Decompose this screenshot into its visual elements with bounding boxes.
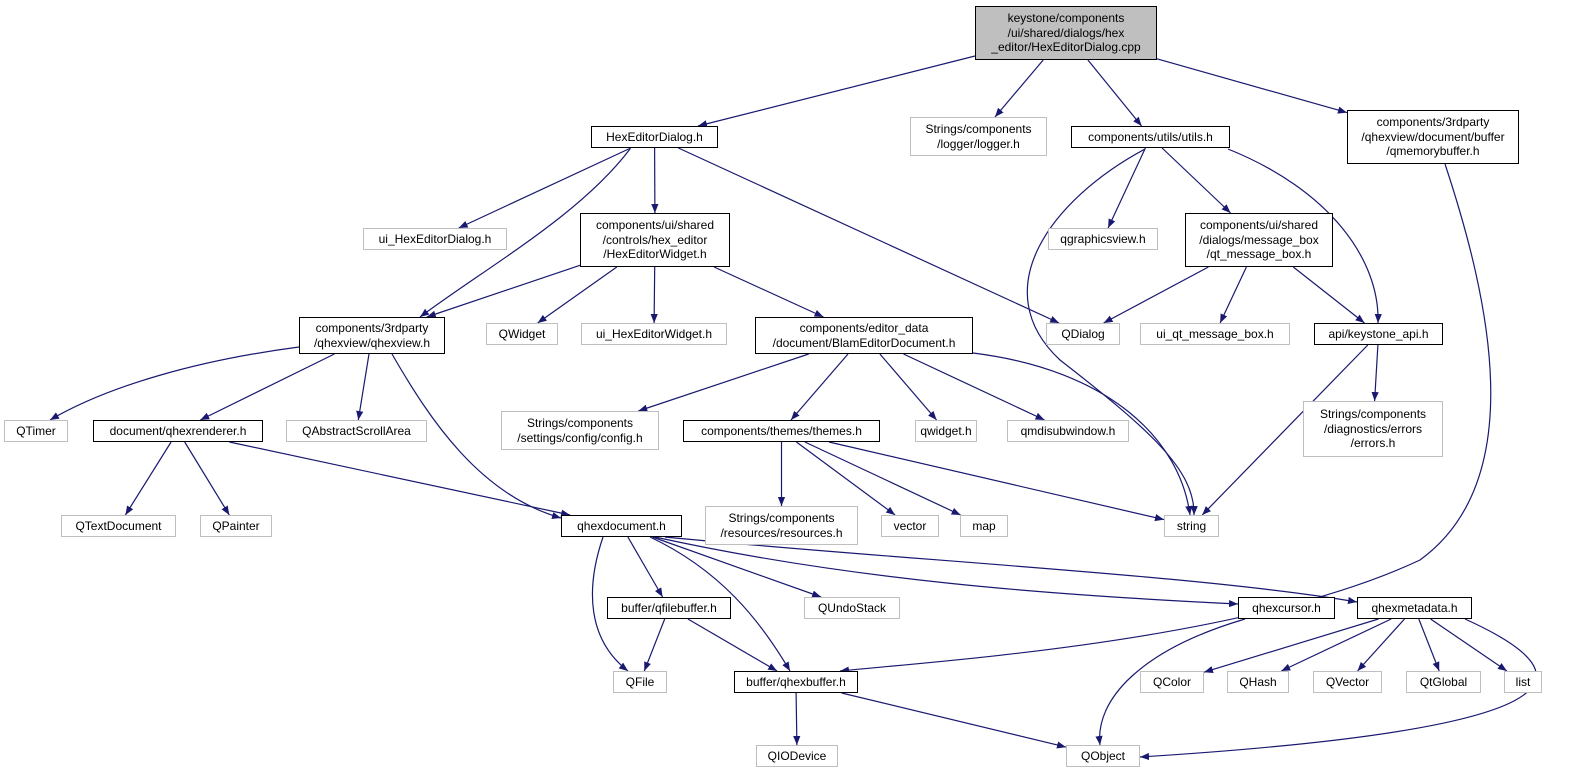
edge-root-to-hexeditordialog-h [697,55,976,128]
edge-qt-message-box-h-to-qdialog [1103,266,1209,324]
edge-hexeditorwidget-h-to-blameditordocument-h [713,266,824,318]
node-qtglobal: QtGlobal [1406,671,1481,693]
node-qiodevice: QIODevice [756,745,838,767]
node-errors-h: Strings/components /diagnostics/errors /… [1303,401,1443,457]
edge-root-to-qmemorybuffer-h [1156,58,1348,114]
edge-utils-h-to-keystone-api-h [1227,148,1382,324]
edge-utils-h-to-qgraphicsview-h [1107,147,1146,229]
node-config-h: Strings/components /settings/config/conf… [501,411,659,450]
node-hexeditordialog-h: HexEditorDialog.h [591,126,718,148]
node-root: keystone/components /ui/shared/dialogs/h… [975,6,1157,60]
edge-qhexbuffer-h-to-qiodevice [793,692,801,746]
node-qdialog: QDialog [1046,323,1120,345]
edge-qhexrenderer-h-to-qhexdocument-h [229,441,571,517]
node-keystone-api-h: api/keystone_api.h [1314,323,1443,345]
edge-qhexdocument-h-to-qundostack [652,536,822,598]
node-qfile: QFile [613,671,667,693]
node-qhexdocument-h: qhexdocument.h [561,515,682,537]
edge-qt-message-box-h-to-keystone-api-h [1292,266,1365,324]
edge-qhexview-h-to-qtimer [49,346,300,421]
edge-qhexdocument-h-to-qhexcursor-h [654,536,1239,608]
node-qvector: QVector [1313,671,1382,693]
node-string: string [1164,515,1219,537]
node-ui-qt-message-box-h: ui_qt_message_box.h [1140,323,1290,345]
node-qhexview-h: components/3rdparty /qhexview/qhexview.h [299,317,445,354]
edge-qmemorybuffer-h-to-qhexbuffer-h [839,163,1492,674]
node-qwidget-h: qwidget.h [915,420,977,442]
node-qgraphicsview-h: qgraphicsview.h [1048,228,1158,250]
edge-qhexview-h-to-qhexrenderer-h [200,353,335,421]
edge-hexeditorwidget-h-to-qhexview-h [426,264,581,318]
edge-themes-h-to-vector [796,441,896,516]
node-qabstractscrollarea: QAbstractScrollArea [286,420,427,442]
edge-qfilebuffer-h-to-qfile [643,618,666,672]
node-qpainter: QPainter [200,515,272,537]
edge-qhexmetadata-h-to-qvector [1357,618,1405,672]
edge-qhexmetadata-h-to-qhash [1281,618,1392,672]
node-logger-h: Strings/components /logger/logger.h [910,117,1047,156]
node-ui-hexeditorwidget-h: ui_HexEditorWidget.h [581,323,727,345]
edge-qhexdocument-h-to-qhexbuffer-h [649,536,791,672]
node-blameditordocument-h: components/editor_data /document/BlamEdi… [755,317,973,354]
edge-hexeditordialog-h-to-ui-hexeditordialog-h [458,147,632,229]
node-qhexrenderer-h: document/qhexrenderer.h [93,420,263,442]
edge-qhexview-h-to-qabstractscrollarea [356,353,370,421]
node-qmemorybuffer-h: components/3rdparty /qhexview/document/b… [1347,110,1519,164]
node-ui-hexeditordialog-h: ui_HexEditorDialog.h [363,228,507,250]
node-vector: vector [881,515,939,537]
edge-hexeditordialog-h-to-qhexview-h [419,148,631,318]
edge-hexeditorwidget-h-to-ui-hexeditorwidget-h [650,266,658,324]
edge-qhexmetadata-h-to-qobject [1139,618,1537,761]
node-qhexcursor-h: qhexcursor.h [1238,597,1335,619]
edge-qhexdocument-h-to-qhexmetadata-h [664,536,1358,605]
edge-qhexdocument-h-to-qfile [591,536,629,672]
node-resources-h: Strings/components /resources/resources.… [705,506,858,545]
edge-keystone-api-h-to-errors-h [1371,344,1379,402]
edge-qhexbuffer-h-to-qobject [841,692,1067,749]
node-qwidget: QWidget [486,323,558,345]
edge-qhexrenderer-h-to-qtextdocument [124,441,172,516]
edge-themes-h-to-map [804,441,961,516]
edge-blameditordocument-h-to-qmdisubwindow-h [903,353,1045,421]
node-map: map [960,515,1008,537]
node-themes-h: components/themes/themes.h [683,420,880,442]
edge-qhexdocument-h-to-qfilebuffer-h [627,536,664,598]
edge-qhexmetadata-h-to-list [1430,618,1508,672]
edge-root-to-utils-h [1087,59,1143,127]
node-qtimer: QTimer [4,420,68,442]
edge-hexeditordialog-h-to-qdialog [678,147,1060,324]
edge-hexeditorwidget-h-to-qwidget [537,266,618,324]
edge-blameditordocument-h-to-qwidget-h [879,353,938,421]
edge-qhexrenderer-h-to-qpainter [184,441,230,516]
node-qundostack: QUndoStack [804,597,900,619]
node-qhexbuffer-h: buffer/qhexbuffer.h [734,671,858,693]
edge-blameditordocument-h-to-themes-h [790,353,849,421]
node-qcolor: QColor [1140,671,1204,693]
edge-qfilebuffer-h-to-qhexbuffer-h [687,618,778,672]
edge-themes-h-to-string [828,441,1165,522]
edge-keystone-api-h-to-string [1201,344,1369,516]
edge-root-to-logger-h [994,59,1044,118]
edge-blameditordocument-h-to-string [972,352,1193,516]
edge-qhexmetadata-h-to-qcolor [1203,618,1379,674]
edge-qhexcursor-h-to-qobject [1095,618,1246,746]
node-utils-h: components/utils/utils.h [1071,126,1230,148]
node-qfilebuffer-h: buffer/qfilebuffer.h [607,597,731,619]
node-qhash: QHash [1227,671,1289,693]
node-hexeditorwidget-h: components/ui/shared /controls/hex_edito… [580,213,730,267]
node-qtextdocument: QTextDocument [61,515,176,537]
node-qmdisubwindow-h: qmdisubwindow.h [1007,420,1129,442]
edge-utils-h-to-qt-message-box-h [1161,147,1232,214]
node-qhexmetadata-h: qhexmetadata.h [1357,597,1472,619]
edge-qt-message-box-h-to-ui-qt-message-box-h [1219,266,1247,324]
edge-utils-h-to-string [1026,148,1198,516]
node-qt-message-box-h: components/ui/shared /dialogs/message_bo… [1185,213,1333,267]
node-qobject: QObject [1066,745,1140,767]
node-list: list [1504,671,1542,693]
edge-blameditordocument-h-to-config-h [638,353,809,412]
edge-qhexmetadata-h-to-qtglobal [1418,618,1440,672]
